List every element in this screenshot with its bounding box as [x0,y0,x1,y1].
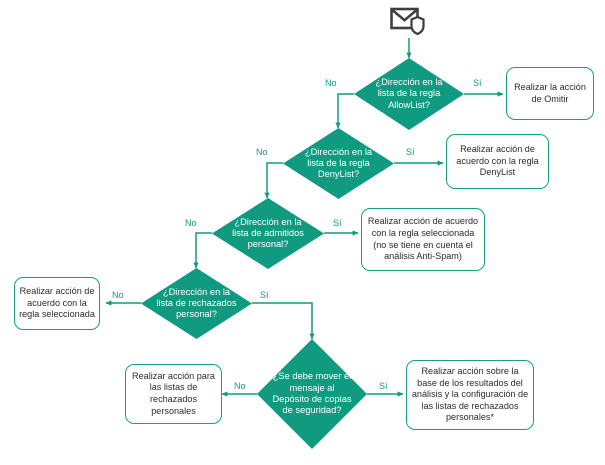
action-resultados-analisis[interactable]: Realizar acción sobre la base de los res… [406,360,534,430]
action-omitir-label: Realizar la acción de Omitir [514,81,586,104]
decision-denylist-label: ¿Dirección en la lista de la regla DenyL… [304,146,373,180]
edge-allowlist-no [335,93,354,129]
edge-label-denylist-yes: Sí [406,147,415,157]
decision-rechazados-personal-label: ¿Dirección en la lista de rechazados per… [156,286,237,320]
decision-admitidos-personal-label: ¿Dirección en la lista de admitidos pers… [232,216,304,250]
edge-label-admitidos-yes: Sí [333,218,342,228]
edge-label-rechazados-yes: Sí [260,290,269,300]
edge-label-allowlist-no: No [325,78,337,88]
action-regla-seleccionada-antispam[interactable]: Realizar acción de acuerdo con la regla … [361,208,485,271]
edge-label-allowlist-yes: Sí [473,78,482,88]
edge-rechazados-yes [252,302,315,340]
action-listas-rechazados[interactable]: Realizar acción para las listas de recha… [125,364,222,424]
edge-label-admitidos-no: No [185,218,197,228]
edge-admitidos-no [193,232,212,269]
envelope-with-shield-icon [390,6,428,38]
action-omitir[interactable]: Realizar la acción de Omitir [506,67,594,120]
action-listas-rechazados-label: Realizar acción para las listas de recha… [132,370,215,416]
edge-label-denylist-no: No [256,147,268,157]
action-denylist-label: Realizar acción de acuerdo con la regla … [456,144,539,178]
action-regla-seleccionada[interactable]: Realizar acción de acuerdo con la regla … [14,277,100,330]
decision-allowlist-label: ¿Dirección en la lista de la regla Allow… [375,77,443,110]
edge-label-rechazados-no: No [112,290,124,300]
decision-deposito-copias-label: ¿Se debe mover el mensaje al Depósito de… [272,371,352,416]
action-denylist[interactable]: Realizar acción de acuerdo con la regla … [446,134,549,189]
action-regla-seleccionada-antispam-label: Realizar acción de acuerdo con la regla … [367,216,479,262]
action-regla-seleccionada-label: Realizar acción de acuerdo con la regla … [19,286,95,320]
edge-label-deposito-yes: Sí [379,381,388,391]
edge-label-deposito-no: No [234,381,246,391]
edge-denylist-no [264,162,283,199]
action-resultados-analisis-label: Realizar acción sobre la base de los res… [411,365,529,423]
